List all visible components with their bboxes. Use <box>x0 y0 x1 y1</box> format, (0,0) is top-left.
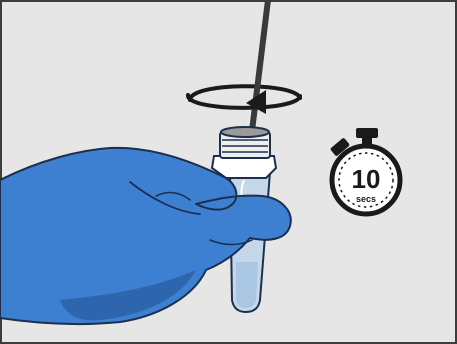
timer-unit: secs <box>356 194 376 204</box>
timer-value: 10 <box>352 164 381 194</box>
tube-liquid <box>236 262 258 308</box>
tube-opening <box>221 127 269 137</box>
tube-collar <box>212 156 276 178</box>
